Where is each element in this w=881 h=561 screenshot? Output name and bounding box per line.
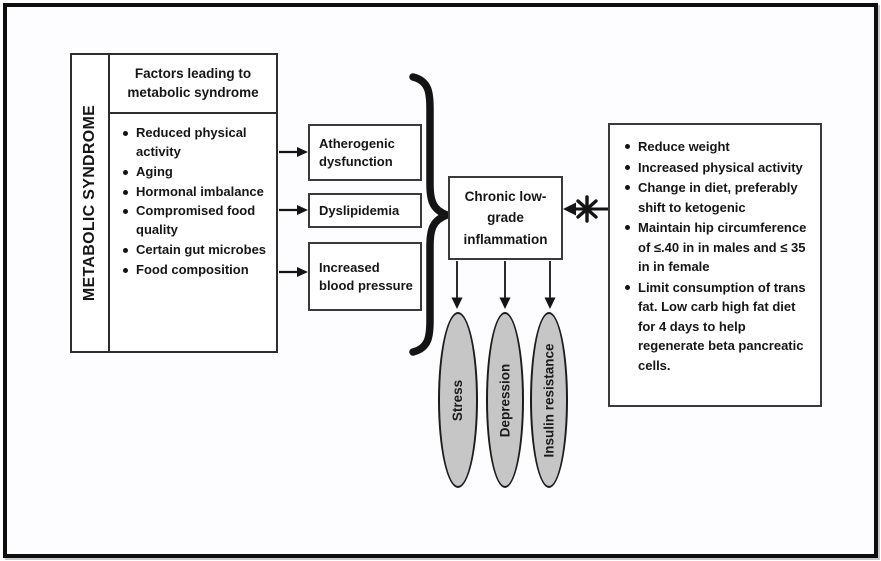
metabolic-syndrome-panel: METABOLIC SYNDROME Factors leading to me… bbox=[70, 53, 278, 353]
mediator-label: Increased blood pressure bbox=[319, 259, 413, 293]
vertical-title: METABOLIC SYNDROME bbox=[81, 104, 98, 302]
vertical-title-band: METABOLIC SYNDROME bbox=[72, 55, 110, 351]
factor-item: Food composition bbox=[120, 261, 270, 280]
outcome-ellipse-depression: Depression bbox=[486, 312, 524, 488]
intervention-item: Limit consumption of trans fat. Low carb… bbox=[622, 278, 813, 376]
factor-item: Certain gut microbes bbox=[120, 241, 270, 260]
intervention-item: Reduce weight bbox=[622, 137, 813, 157]
chronic-inflammation-box: Chronic low-grade inflammation bbox=[448, 176, 563, 260]
outcome-label: Stress bbox=[450, 379, 466, 421]
mediator-label: Dyslipidemia bbox=[319, 202, 400, 218]
factor-item: Aging bbox=[120, 163, 270, 182]
factors-column: Factors leading to metabolic syndrome Re… bbox=[110, 55, 276, 351]
mediator-box-increased-blood-pressure: Increased blood pressure bbox=[308, 242, 422, 311]
outcome-label: Depression bbox=[497, 363, 513, 437]
factor-item: Hormonal imbalance bbox=[120, 183, 270, 202]
intervention-item: Maintain hip circumference of ≤.40 in in… bbox=[622, 218, 813, 277]
interventions-panel: Reduce weight Increased physical activit… bbox=[608, 123, 822, 407]
mediator-box-dyslipidemia: Dyslipidemia bbox=[308, 193, 422, 228]
factor-item: Compromised food quality bbox=[120, 202, 270, 240]
factors-list: Reduced physical activity Aging Hormonal… bbox=[110, 114, 276, 287]
factor-item: Reduced physical activity bbox=[120, 124, 270, 162]
outcome-ellipse-stress: Stress bbox=[438, 312, 478, 488]
factors-header: Factors leading to metabolic syndrome bbox=[110, 55, 276, 114]
outcome-label: Insulin resistance bbox=[541, 342, 557, 458]
intervention-item: Increased physical activity bbox=[622, 158, 813, 178]
mediator-label: Atherogenic dysfunction bbox=[319, 135, 395, 169]
mediator-box-atherogenic-dysfunction: Atherogenic dysfunction bbox=[308, 124, 422, 181]
intervention-item: Change in diet, preferably shift to keto… bbox=[622, 178, 813, 217]
chronic-inflammation-label: Chronic low-grade inflammation bbox=[463, 188, 548, 247]
outcome-ellipse-insulin-resistance: Insulin resistance bbox=[530, 312, 568, 488]
interventions-list: Reduce weight Increased physical activit… bbox=[610, 125, 820, 382]
